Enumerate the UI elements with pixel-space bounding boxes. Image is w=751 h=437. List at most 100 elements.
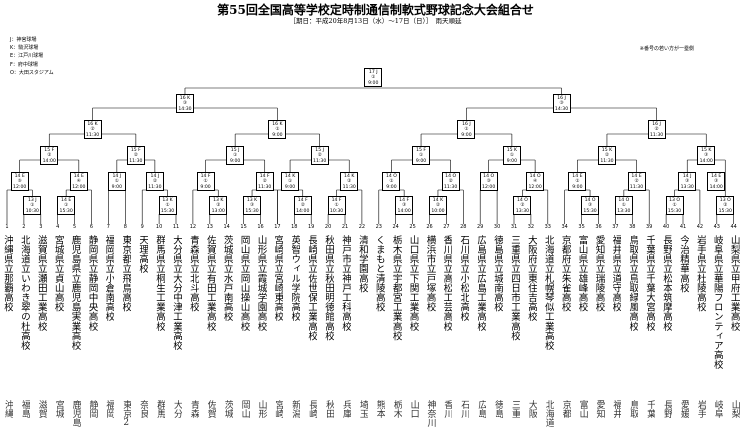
- game-info-line: 12:00: [13, 184, 27, 190]
- team-prefecture: 千葉: [645, 400, 656, 418]
- game-info-line: 12:00: [528, 184, 542, 190]
- team-number: 39: [646, 224, 653, 230]
- game-info-line: 11:30: [649, 132, 664, 138]
- game-info-line: 11:30: [129, 158, 143, 164]
- first-base-note: ※番号の若い方が一塁側: [639, 46, 694, 52]
- game-info-line: ②: [317, 153, 322, 159]
- team-prefecture: 奈良: [138, 400, 149, 418]
- game-info-line: ①: [672, 203, 677, 209]
- team-prefecture: 徳島: [493, 400, 504, 418]
- game-info-line: 14 K: [432, 197, 444, 203]
- team-name: くまもと清陵高校: [373, 235, 385, 312]
- team-name: 福岡県立小倉南高校: [103, 235, 115, 322]
- game-info-line: 13:30: [515, 208, 530, 214]
- team-prefecture: 鳥取: [628, 400, 639, 418]
- team-name: 徳島県立城南高校: [492, 235, 504, 312]
- game-info-line: ①: [275, 127, 280, 133]
- team-prefecture: 香川: [442, 400, 453, 418]
- team-number: 3: [39, 224, 43, 230]
- game-info-line: 9:00: [229, 158, 241, 164]
- game-info-line: 14 K: [284, 173, 296, 179]
- team-prefecture: 石川: [459, 400, 470, 418]
- game-info-line: 11:30: [148, 184, 162, 190]
- game-info-line: ①: [509, 153, 514, 159]
- team-number: 19: [308, 224, 315, 230]
- game-info-line: 9:00: [386, 184, 397, 190]
- game-info-line: 13:30: [680, 184, 694, 190]
- game-info-line: 15 J: [230, 147, 240, 153]
- game-info-line: 13 O: [669, 197, 680, 203]
- game-info-line: 14 O: [483, 173, 495, 179]
- game-info-line: ②: [262, 179, 267, 185]
- game-info-line: 14 J: [150, 173, 160, 179]
- team-name: 山形県立霞城学園高校: [255, 235, 267, 331]
- game-info-line: 15:30: [583, 208, 597, 214]
- game-info-line: 14 O: [618, 197, 630, 203]
- game-info-line: 14:00: [42, 158, 56, 164]
- game-info-line: 13 K: [246, 197, 258, 203]
- game-info-line: 11:30: [600, 158, 614, 164]
- team-prefecture: 愛媛: [679, 400, 689, 418]
- team-number: 38: [629, 224, 636, 230]
- game-info-line: 14 K: [344, 173, 355, 179]
- team-number: 12: [189, 224, 197, 230]
- team-name: 長野県立松本筑摩高校: [661, 235, 673, 331]
- game-info-line: ①: [114, 179, 119, 185]
- game-info-line: ①: [621, 203, 626, 209]
- team-name: 福井県立道守高校: [610, 235, 622, 312]
- team-number: 6: [89, 224, 94, 230]
- game-info-line: 14 F: [200, 173, 211, 179]
- team-name: 山梨県立甲府工業高校: [728, 235, 740, 331]
- game-info-line: 11:30: [85, 132, 100, 138]
- team-number: 36: [595, 224, 602, 230]
- team-prefecture: 佐賀: [205, 400, 216, 418]
- game-info-line: 11:30: [258, 184, 272, 190]
- game-info-line: 12:00: [482, 184, 496, 190]
- team-prefecture: 秋田: [324, 400, 335, 418]
- game-info-line: 9:00: [368, 80, 379, 86]
- game-info-line: ②: [347, 179, 352, 185]
- game-info-line: ①: [464, 127, 469, 133]
- game-info-line: 15 F: [44, 147, 55, 153]
- game-info-line: 15:30: [160, 208, 175, 214]
- team-number: 8: [123, 224, 127, 230]
- team-name: 宮城県立貞山高校: [52, 235, 64, 312]
- team-name: 鳥取県立鳥取緑風高校: [627, 235, 639, 331]
- team-name: 佐賀県立有田工業高校: [204, 235, 216, 331]
- game-info-line: 9:00: [461, 132, 472, 138]
- team-prefecture: 神奈川: [425, 400, 436, 427]
- game-info-line: ③: [685, 179, 690, 185]
- game-info-line: ②: [634, 179, 639, 185]
- game-info-line: ①: [165, 203, 170, 209]
- team-prefecture: 沖縄: [3, 400, 13, 418]
- team-prefecture: 福井: [611, 400, 622, 418]
- team-prefecture: 新潟: [290, 400, 301, 418]
- team-name: 鹿児島県立鹿児島実業高校: [69, 235, 81, 351]
- team-name: 天理高校: [137, 235, 149, 274]
- game-info-line: 14 O: [386, 173, 397, 179]
- team-number: 23: [375, 224, 382, 230]
- team-prefecture: 茨城: [222, 400, 233, 418]
- team-prefecture: 長崎: [307, 400, 318, 418]
- game-info-line: 15 K: [601, 147, 613, 153]
- team-number: 30: [493, 224, 501, 230]
- team-prefecture: 京都: [560, 400, 571, 418]
- game-info-line: 16 K: [87, 121, 98, 127]
- team-prefecture: 福島: [19, 400, 30, 418]
- game-info-line: ②: [654, 127, 659, 133]
- game-info-line: 14 O: [445, 173, 457, 179]
- game-info-line: 13 K: [162, 197, 173, 203]
